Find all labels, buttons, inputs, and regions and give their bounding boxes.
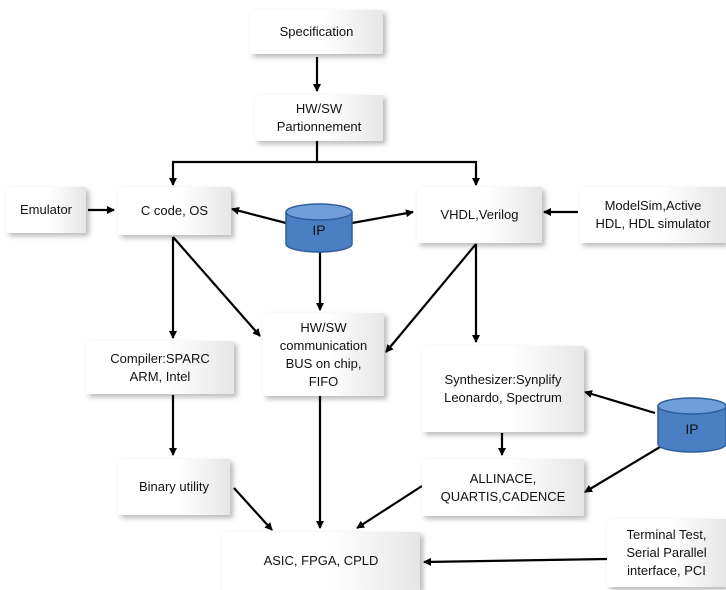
arrow-terminal-to-asic: [423, 557, 608, 566]
node-emulator: Emulator: [6, 187, 86, 233]
node-emulator-label: Emulator: [19, 202, 73, 217]
node-partition: HW/SW Partionnement: [255, 95, 383, 141]
node-specification: Specification: [250, 10, 383, 54]
node-c-code: C code, OS: [118, 187, 231, 235]
ip-database-top-icon: [285, 203, 353, 253]
arrow-vhdl-to-hwsw: [385, 243, 477, 353]
arrow-partition-to-vhdl: [317, 160, 480, 186]
ip-top-label: IP: [312, 222, 326, 238]
node-hwsw-communication-label: HW/SW communication BUS on chip, FIFO: [279, 319, 368, 389]
node-asic: ASIC, FPGA, CPLD: [222, 532, 420, 590]
node-terminal-test: Terminal Test, Serial Parallel interface…: [607, 519, 726, 587]
node-allinace: ALLINACE, QUARTIS,CADENCE: [422, 459, 584, 516]
node-specification-label: Specification: [279, 24, 354, 39]
arrow-partition-to-ccode: [169, 160, 317, 186]
node-compiler-label: Compiler:SPARC ARM, Intel: [110, 350, 210, 384]
node-synthesizer: Synthesizer:Synplify Leonardo, Spectrum: [422, 346, 584, 432]
node-vhdl: VHDL,Verilog: [417, 187, 542, 243]
node-modelsim-label: ModelSim,Active HDL, HDL simulator: [595, 198, 711, 231]
arrow-allinace-to-asic: [356, 485, 423, 529]
node-compiler: Compiler:SPARC ARM, Intel: [86, 341, 234, 394]
arrow-ccode-to-hwsw: [172, 236, 261, 337]
node-synthesizer-label: Synthesizer:Synplify Leonardo, Spectrum: [444, 372, 562, 405]
arrow-ipright-to-synthesizer: [584, 390, 656, 415]
ip-database-right-icon: [657, 397, 726, 453]
arrow-ip-to-ccode: [231, 206, 287, 225]
arrow-binary-to-asic: [233, 487, 273, 531]
node-binary-utility-label: Binary utility: [138, 479, 210, 494]
node-modelsim: ModelSim,Active HDL, HDL simulator: [580, 187, 726, 243]
node-allinace-label: ALLINACE, QUARTIS,CADENCE: [440, 470, 566, 504]
node-terminal-test-label: Terminal Test, Serial Parallel interface…: [626, 527, 707, 578]
ip-right-label: IP: [685, 421, 699, 437]
node-hwsw-communication: HW/SW communication BUS on chip, FIFO: [263, 313, 384, 396]
arrow-ip-to-vhdl: [351, 209, 414, 225]
node-asic-label: ASIC, FPGA, CPLD: [263, 553, 379, 568]
node-vhdl-label: VHDL,Verilog: [440, 207, 519, 222]
node-binary-utility: Binary utility: [118, 459, 230, 515]
node-partition-label: HW/SW Partionnement: [276, 101, 362, 134]
node-c-code-label: C code, OS: [140, 203, 209, 218]
arrow-ipright-to-allinace: [584, 443, 666, 493]
